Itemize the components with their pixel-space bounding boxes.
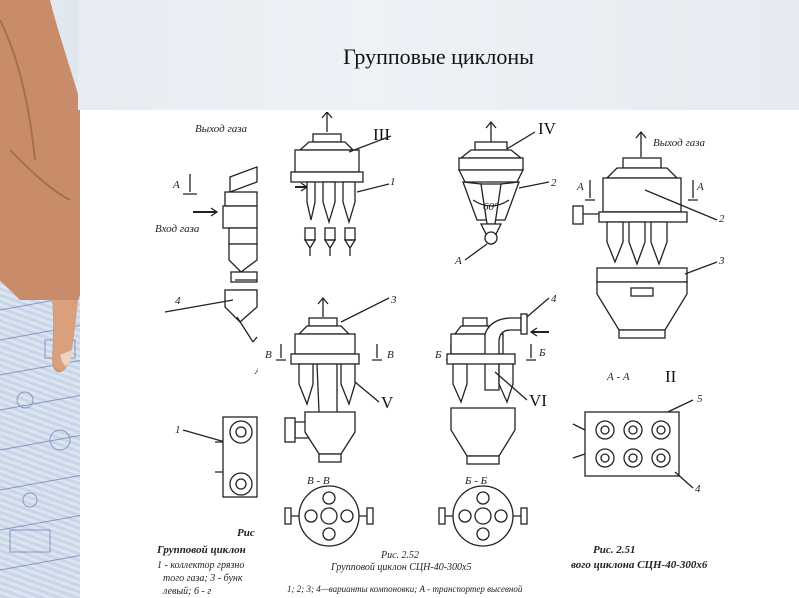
section-a-a: А - А II 5 4 Рис. 2.51 вого циклона СЦН-… [571,367,708,571]
label-b-right: Б [538,347,546,359]
label-gas-in-left: Вход газа [155,223,200,235]
label-angle: 60° [483,201,499,213]
label-gas-out-right: Выход газа [653,137,706,149]
slide-title: Групповые циклоны [343,44,534,69]
caption-left-fig: Рис [237,527,255,539]
caption-right-title: вого циклона СЦН-40-300х6 [571,559,708,571]
label-v-right: В [387,349,394,361]
roman-iii: III [373,125,390,144]
label-2-right: 2 [719,213,725,225]
photo-strip [0,0,80,598]
caption-left-line1: 1 - коллектор грязно [157,560,244,571]
label-1-iii: 1 [390,176,396,188]
caption-mid-note: 1; 2; 3; 4—варианты компоновки; А - тран… [287,584,523,594]
slide-header: Групповые циклоны [78,0,799,110]
cyclone-vi: 4 Б Б VI Б - Б [434,293,557,547]
cyclone-right-top: Выход газа А А 2 3 [572,130,725,339]
caption-left-line3: левый; 6 - г [162,586,211,597]
label-section-bb: Б - Б [464,475,488,487]
label-4-vi: 4 [551,293,557,305]
caption-left-line2: того газа; 3 - бунк [163,573,243,584]
label-3-right: 3 [718,255,725,267]
hand-image [0,0,80,373]
label-section-vv: В - В [307,475,330,487]
label-5-right: 5 [697,393,703,405]
label-a-left: А [172,179,180,191]
label-1-left: 1 [175,424,181,436]
label-a-right-right: А [696,181,704,193]
cyclone-v: 3 В В V В - В [265,294,397,547]
label-a-iv: А [454,255,462,267]
caption-mid-title: Групповой циклон СЦН-40-300х5 [330,562,471,573]
roman-iv: IV [538,119,557,138]
label-4-right: 4 [695,483,701,495]
cyclone-drawing: Выход газа Вход газа А 4 А 1 Рис Группов… [155,112,725,598]
label-3-v: 3 [390,294,397,306]
label-2-iv: 2 [551,177,557,189]
cyclone-iii: III 1 [290,112,396,256]
cyclone-iv: IV 2 60° А [454,119,557,267]
caption-left-title: Групповой циклон [156,544,246,556]
label-4-left: 4 [175,295,181,307]
label-v-left: В [265,349,272,361]
label-a-right-left: А [576,181,584,193]
roman-vi: VI [529,391,547,410]
caption-right-fig: Рис. 2.51 [593,544,635,556]
label-section-aa: А - А [606,371,630,383]
left-cyclone: Выход газа Вход газа А 4 А 1 Рис Группов… [155,123,262,597]
label-b-left: Б [434,349,442,361]
roman-v: V [381,393,394,412]
label-gas-out-left: Выход газа [195,123,248,135]
roman-ii: II [665,367,677,386]
caption-mid-fig: Рис. 2.52 [380,550,419,561]
